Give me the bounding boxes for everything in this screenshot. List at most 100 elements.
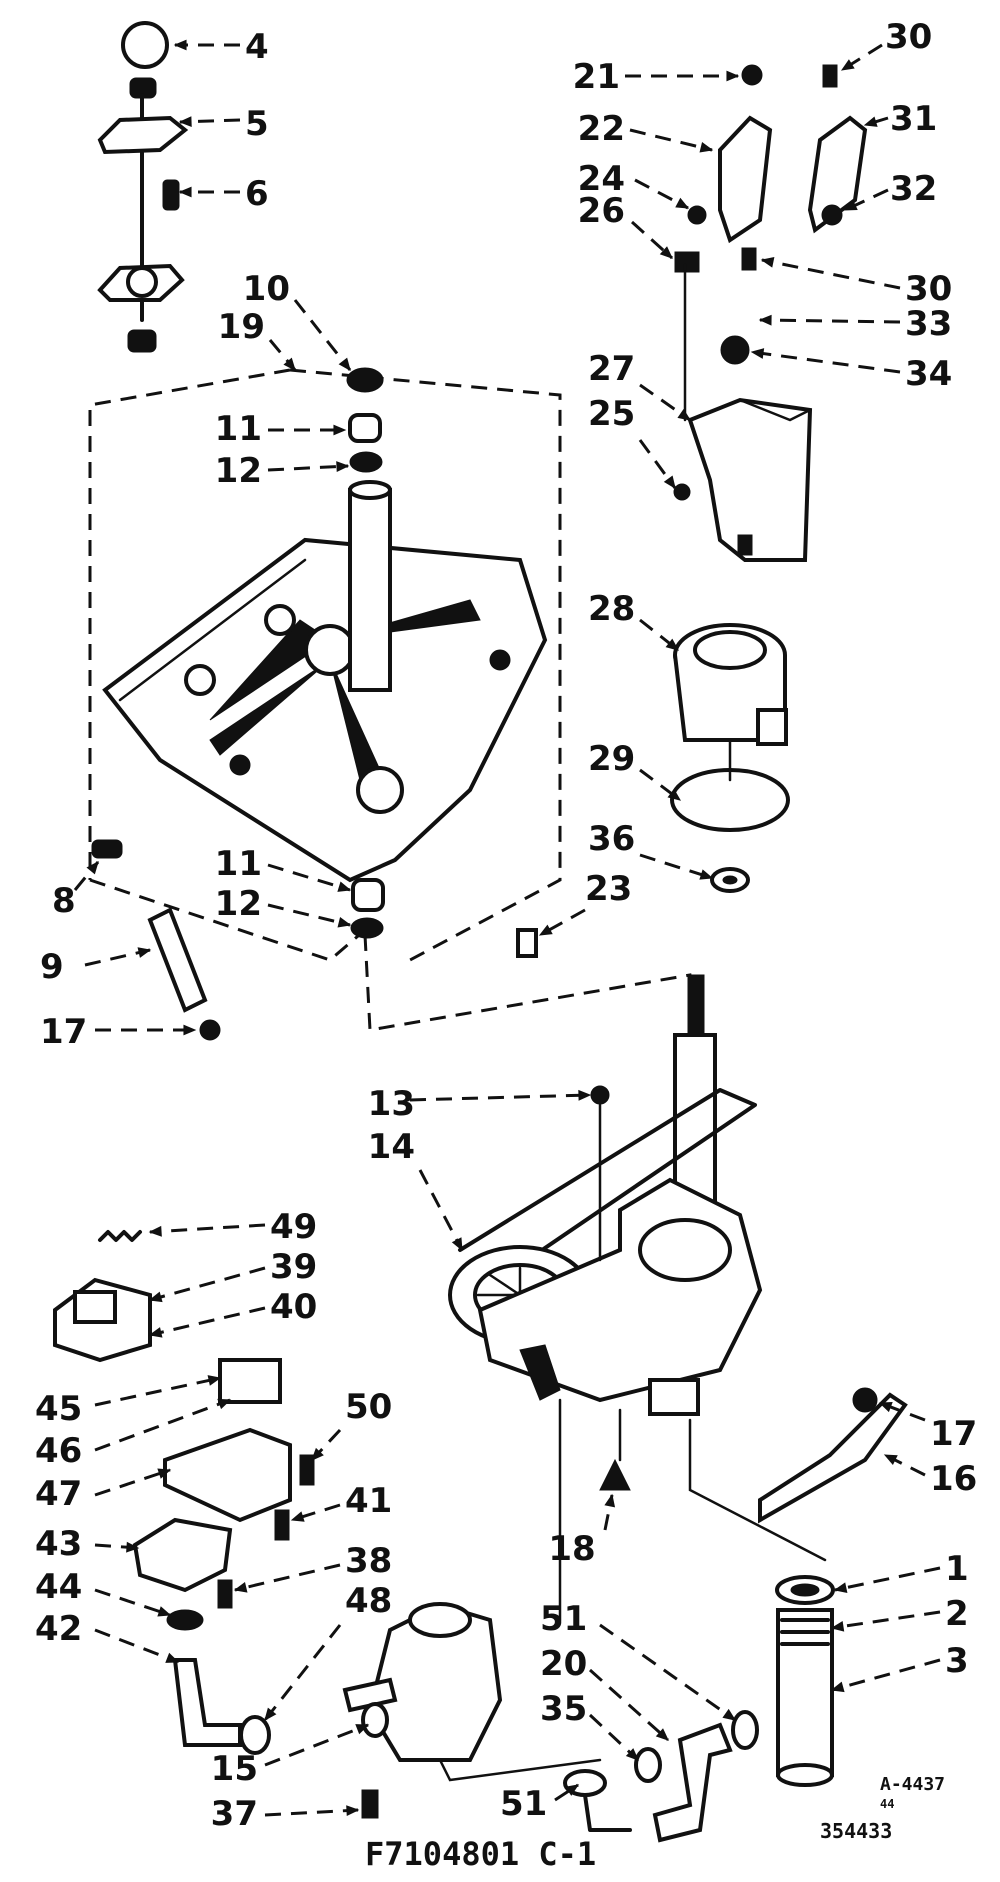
callout-label-51b: 51 xyxy=(500,1784,547,1824)
leader-line-23 xyxy=(539,908,586,937)
leader-line-51a xyxy=(599,1623,736,1722)
arrowhead-icon xyxy=(336,461,350,472)
part-50-screw xyxy=(299,1454,315,1486)
callout-label-39: 39 xyxy=(270,1247,317,1287)
part-30-screw-top xyxy=(822,64,838,88)
arrowhead-icon xyxy=(578,1089,592,1101)
arrowhead-icon xyxy=(830,1620,845,1632)
callout-label-43: 43 xyxy=(35,1524,82,1564)
leader-line-45 xyxy=(94,1376,221,1407)
part-17-nut-left xyxy=(199,1019,221,1041)
callout-label-9: 9 xyxy=(40,947,64,987)
arrowhead-icon xyxy=(625,1748,639,1761)
leader-line-37 xyxy=(264,1808,359,1817)
part-23-pin xyxy=(516,928,538,958)
corner-subcode: 44 xyxy=(880,1797,894,1811)
callout-label-23: 23 xyxy=(585,869,632,909)
part-15-clamp xyxy=(361,1702,389,1738)
part-21-nut xyxy=(741,64,763,86)
leader-line-25 xyxy=(638,439,677,489)
base-plate-bracket-frame xyxy=(88,368,562,962)
part-11-bearing-lower xyxy=(351,878,385,912)
leader-line-5 xyxy=(179,118,241,124)
base-plate xyxy=(102,537,548,883)
leader-line-48 xyxy=(263,1624,342,1721)
callout-label-37: 37 xyxy=(211,1794,258,1834)
arrowhead-icon xyxy=(283,357,296,371)
part-43-cover xyxy=(132,1517,233,1593)
callout-label-22: 22 xyxy=(578,109,625,149)
arrowhead-icon xyxy=(663,475,676,490)
leader-line-12b xyxy=(267,903,351,927)
part-37-screw xyxy=(361,1789,379,1819)
callout-label-42: 42 xyxy=(35,1609,82,1649)
part-9-clip xyxy=(147,907,208,1013)
pump xyxy=(342,1602,503,1762)
part-24-screw xyxy=(687,205,707,225)
arrowhead-icon xyxy=(290,1511,305,1522)
callout-label-5: 5 xyxy=(245,104,269,144)
outlet-hose xyxy=(583,1793,632,1832)
callout-label-48: 48 xyxy=(345,1581,392,1621)
arrowhead-icon xyxy=(604,1493,616,1508)
part-12-washer-lower xyxy=(350,917,384,939)
leader-line-40 xyxy=(149,1306,266,1337)
callout-label-11a: 11 xyxy=(215,409,262,449)
callout-label-10: 10 xyxy=(243,269,290,309)
part-1-cap xyxy=(775,1575,835,1605)
part-41-screw xyxy=(274,1509,290,1541)
part-10-seal xyxy=(346,367,384,393)
leader-line-47 xyxy=(94,1468,171,1497)
arrowhead-icon xyxy=(173,39,187,51)
leader-line-27 xyxy=(639,383,691,422)
arrowhead-icon xyxy=(148,1225,162,1237)
part-11-bearing-upper xyxy=(348,413,382,443)
callout-label-45: 45 xyxy=(35,1389,82,1429)
callout-label-15: 15 xyxy=(211,1749,258,1789)
arrowhead-icon xyxy=(677,408,692,421)
arrowhead-icon xyxy=(217,1398,232,1410)
leader-line-22 xyxy=(629,128,713,152)
part-3-tube xyxy=(776,1608,834,1787)
callout-label-46: 46 xyxy=(35,1431,82,1471)
drawing-number: F7104801 C-1 xyxy=(365,1835,596,1873)
callout-label-35: 35 xyxy=(540,1689,587,1729)
callout-label-50: 50 xyxy=(345,1387,392,1427)
callout-label-3: 3 xyxy=(945,1641,969,1681)
part-44-washer xyxy=(166,1609,204,1631)
arrowhead-icon xyxy=(699,869,714,880)
shaft-tube xyxy=(348,480,392,692)
arrowhead-icon xyxy=(726,70,740,82)
part-49-spring xyxy=(98,1230,142,1242)
callout-label-12b: 12 xyxy=(215,884,262,924)
leader-line-26 xyxy=(630,220,674,260)
callout-label-28: 28 xyxy=(588,589,635,629)
part-22-bracket xyxy=(718,115,773,244)
part-28-motor xyxy=(673,623,788,746)
part-12-washer-upper xyxy=(349,451,383,473)
arrowhead-icon xyxy=(750,348,765,359)
callout-label-40: 40 xyxy=(270,1287,317,1327)
part-51-clamp-upper xyxy=(731,1710,759,1750)
leader-line-1 xyxy=(834,1566,941,1592)
callout-label-17b: 17 xyxy=(930,1414,977,1454)
arrowhead-icon xyxy=(883,1454,898,1466)
leader-line-38 xyxy=(234,1563,341,1592)
part-2-spring xyxy=(780,1618,830,1646)
part-31-bracket xyxy=(807,115,868,234)
part-30-screw-bottom xyxy=(741,247,757,271)
callout-label-25: 25 xyxy=(588,394,635,434)
arrowhead-icon xyxy=(538,924,553,936)
part-36-washer xyxy=(710,867,750,893)
callout-label-47: 47 xyxy=(35,1474,82,1514)
arrowhead-icon xyxy=(722,1708,737,1721)
arrowhead-icon xyxy=(126,1541,140,1553)
part-13-screw xyxy=(590,1085,610,1262)
leader-line-42 xyxy=(94,1628,179,1664)
callout-label-34: 34 xyxy=(905,354,952,394)
part-32-nut xyxy=(821,204,843,226)
arrowhead-icon xyxy=(840,59,855,71)
transmission-housing xyxy=(477,1177,763,1416)
callout-label-26: 26 xyxy=(578,191,625,231)
